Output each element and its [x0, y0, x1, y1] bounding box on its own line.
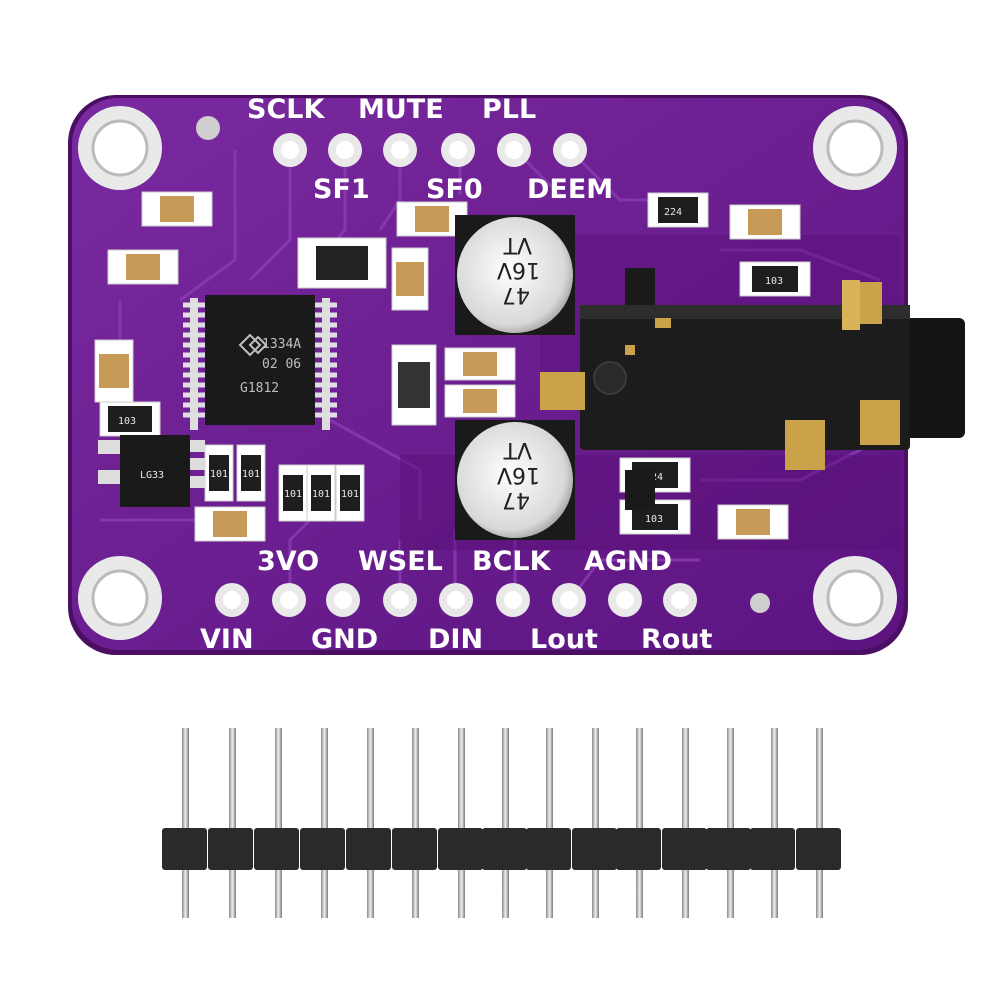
- header-pins: [182, 728, 823, 918]
- label-agnd: AGND: [584, 546, 672, 577]
- audio-jack-icon: [540, 280, 965, 470]
- chip-marking-2: 02 06: [262, 357, 301, 372]
- cap-bottom-marking-3: VT: [503, 437, 532, 462]
- bottom-pads: [215, 583, 697, 617]
- electrolytic-capacitor-top: [455, 215, 575, 335]
- mounting-hole-icon: [813, 556, 897, 640]
- resistor-marking-101-d: 101: [312, 489, 330, 500]
- cap-top-marking-2: 16V: [497, 257, 540, 282]
- label-sclk: SCLK: [247, 94, 325, 125]
- resistor-marking-103-b: 103: [645, 514, 663, 525]
- mounting-hole-icon: [78, 556, 162, 640]
- label-din: DIN: [428, 624, 483, 655]
- resistor-marking-103-c: 103: [765, 276, 783, 287]
- mounting-hole-icon: [813, 106, 897, 190]
- label-bclk: BCLK: [472, 546, 552, 577]
- label-3vo: 3VO: [257, 546, 319, 577]
- voltage-regulator: [98, 435, 205, 507]
- label-lout: Lout: [530, 624, 598, 655]
- label-rout: Rout: [641, 624, 713, 655]
- pin-header: [162, 728, 841, 918]
- cap-top-marking-1: 47: [502, 282, 530, 307]
- cap-bottom-marking-1: 47: [502, 487, 530, 512]
- resistor-marking-101-b: 101: [242, 469, 260, 480]
- dac-chip: [183, 295, 337, 430]
- electrolytic-capacitor-bottom: [455, 420, 575, 540]
- label-pll: PLL: [482, 94, 536, 125]
- resistor-marking-224-top: 224: [664, 207, 682, 218]
- resistor-marking-103-a: 103: [118, 416, 136, 427]
- label-mute: MUTE: [358, 94, 444, 125]
- transistor-top: [625, 268, 655, 308]
- label-sf1: SF1: [313, 174, 370, 205]
- regulator-marking: LG33: [140, 470, 164, 481]
- resistor-marking-101-c: 101: [284, 489, 302, 500]
- chip-marking-1: 1334A: [262, 337, 301, 352]
- cap-bottom-marking-2: 16V: [497, 462, 540, 487]
- header-plastic: [162, 828, 841, 870]
- smd-components: [94, 191, 811, 542]
- label-wsel: WSEL: [358, 546, 443, 577]
- label-sf0: SF0: [426, 174, 483, 205]
- resistor-marking-101-a: 101: [210, 469, 228, 480]
- label-deem: DEEM: [527, 174, 613, 205]
- top-pads: [273, 133, 587, 167]
- nxp-logo-icon: [238, 333, 268, 357]
- chip-marking-3: G1812: [240, 381, 279, 396]
- mounting-hole-icon: [78, 106, 162, 190]
- label-vin: VIN: [200, 624, 254, 655]
- fiducial-top: [196, 116, 220, 140]
- transistor-bottom: [625, 470, 655, 510]
- fiducial-bottom: [750, 593, 770, 613]
- cap-top-marking-3: VT: [503, 232, 532, 257]
- resistor-marking-101-e: 101: [341, 489, 359, 500]
- label-gnd: GND: [311, 624, 378, 655]
